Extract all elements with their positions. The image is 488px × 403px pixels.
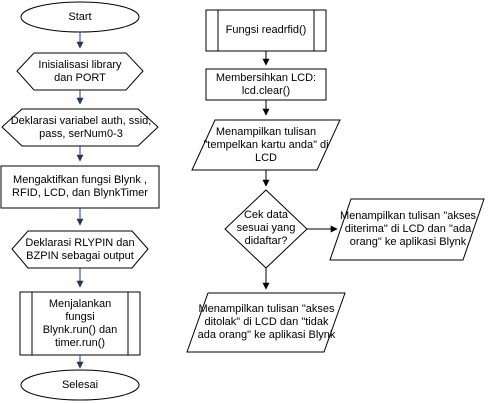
declare-vars-preparation [1,108,159,147]
func-subprocess [205,9,327,52]
activate-label: Mengaktifkan fungsi Blynk ,RFID, LCD, da… [12,174,148,199]
init-preparation [16,52,144,91]
declare-pins-preparation [11,230,149,269]
denied-io [186,292,346,353]
clear-lcd-process [205,68,327,101]
activate-process [0,165,160,209]
func-label: Fungsi readrfid() [225,24,307,36]
declare-vars-label: Deklarasi variabel auth, ssid,pass, serN… [10,114,152,140]
show-prompt-io [191,119,341,171]
granted-io [329,198,485,261]
show-prompt-label: Menampilkan tulisan"tempelkan kartu anda… [203,125,329,164]
end-terminal [20,369,140,401]
end-label: Selesai [61,378,99,391]
start-label: Start [68,10,92,23]
clear-lcd-label: Membersihkan LCD:lcd.clear() [215,71,317,97]
